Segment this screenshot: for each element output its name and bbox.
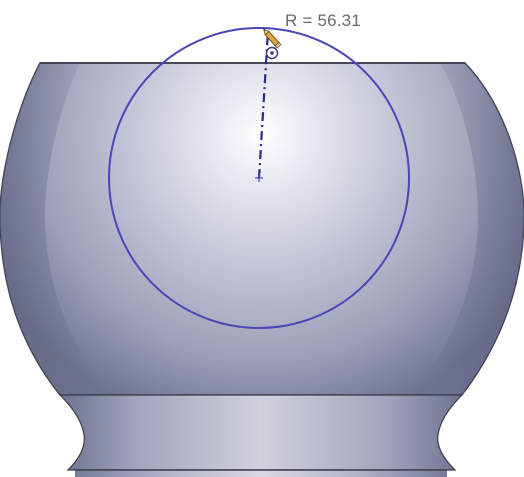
sketch-circle — [108, 27, 410, 329]
pencil-icon — [263, 28, 282, 49]
radius-dimension-label: R = 56.31 — [285, 11, 361, 30]
center-point-icon[interactable] — [255, 174, 263, 182]
part-body[interactable] — [0, 62, 524, 477]
part-neck-face — [58, 394, 464, 471]
part-base-band — [75, 470, 447, 477]
coincident-snap-icon — [265, 46, 279, 60]
